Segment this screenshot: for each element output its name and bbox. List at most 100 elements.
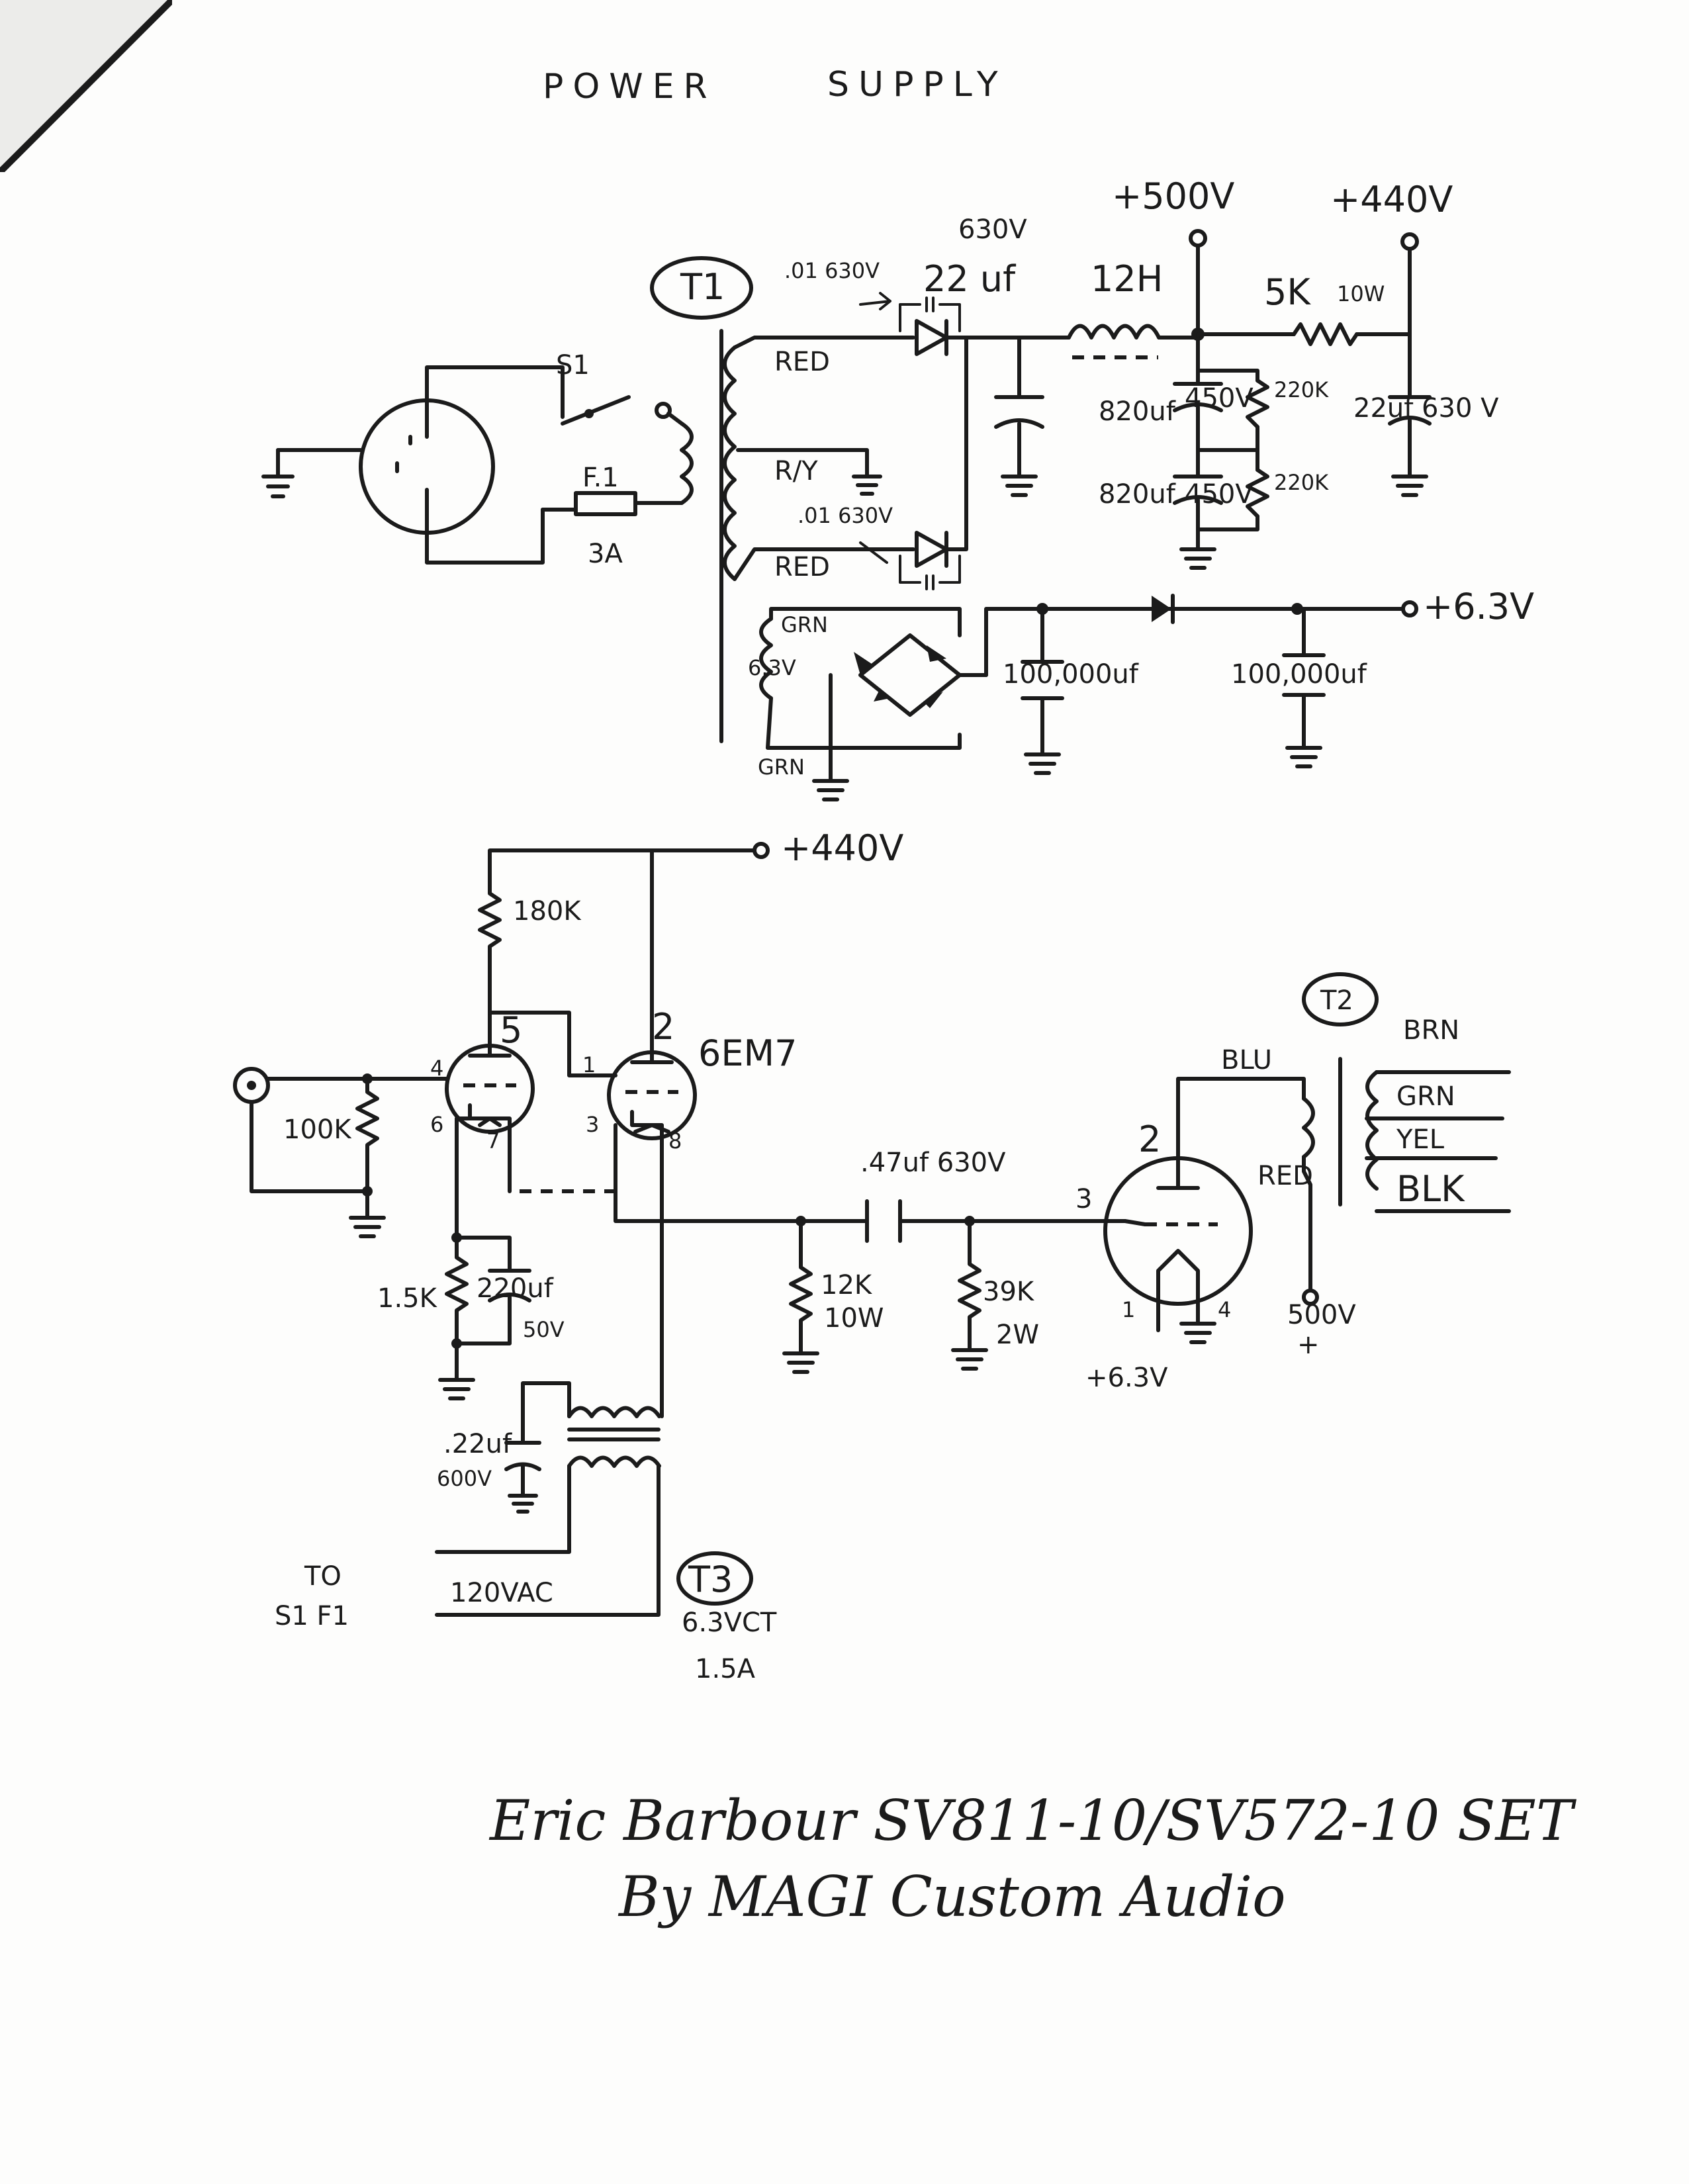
label-120vac: 120VAC (450, 1578, 553, 1608)
switch-s1 (561, 395, 672, 426)
label-filament-63v: +6.3V (1085, 1363, 1168, 1393)
label-fuse-rating: 3A (588, 539, 623, 569)
label-grn-bottom: GRN (758, 754, 805, 780)
label-12k-10w: 10W (824, 1303, 884, 1334)
t1-heater-secondary (759, 607, 962, 750)
label-coupling-cap: .47uf 630V (860, 1148, 1006, 1178)
label-pin4: 4 (430, 1056, 443, 1081)
label-100000uf-a: 100,000uf (1003, 659, 1139, 690)
label-022uf: .22uf (443, 1429, 512, 1459)
label-5k: 5K (1264, 271, 1311, 313)
label-tube-6em7: 6EM7 (698, 1032, 797, 1074)
label-820uf-b: 820uf (1099, 479, 1176, 510)
label-t3-current: 1.5A (695, 1654, 756, 1684)
label-39k-2w: 2W (996, 1320, 1039, 1350)
label-cap-small-bottom: .01 630V (798, 503, 893, 528)
heater-transformer-t3 (435, 1143, 664, 1617)
reservoir-cap (994, 336, 1044, 497)
cathode-a-network (438, 1116, 617, 1400)
hv-diode-bottom (852, 336, 968, 590)
label-wire-red-bottom: RED (774, 552, 830, 582)
label-wire-ry: R/Y (774, 456, 818, 486)
label-10w: 10W (1337, 281, 1385, 306)
label-amp-440v: +440V (781, 827, 903, 869)
resistor-180k (478, 885, 502, 1015)
label-450v-b: 450V (1185, 479, 1254, 510)
label-wire-brn: BRN (1403, 1015, 1459, 1046)
label-wire-red: RED (1257, 1161, 1313, 1191)
label-wire-yel: YEL (1396, 1124, 1445, 1155)
t3-badge (676, 1551, 753, 1606)
label-wire-grn: GRN (1396, 1081, 1455, 1112)
label-220uf: 220uf (477, 1273, 554, 1304)
label-out-pin2: 2 (1138, 1118, 1161, 1160)
label-500v: +500V (1112, 175, 1234, 217)
output-tube-sv811 (1103, 1083, 1253, 1344)
label-1-5k: 1.5K (377, 1283, 438, 1314)
label-pin1: 1 (582, 1052, 596, 1077)
cathode-b-output (614, 1199, 1127, 1374)
t1-hv-secondary (723, 336, 882, 581)
label-t3-rating: 6.3VCT (682, 1608, 777, 1638)
amp-b-plus-rail (488, 842, 770, 1054)
t1-primary-winding (633, 412, 694, 505)
label-s1-f1: S1 F1 (275, 1601, 349, 1631)
arrow-cap-small-bottom (859, 541, 888, 564)
label-t2: T2 (1320, 985, 1353, 1016)
tube-6em7-section-b (607, 1050, 697, 1147)
label-fuse: F.1 (582, 463, 619, 493)
label-b-plus-500v: 500V (1287, 1300, 1356, 1330)
node-500v (1189, 229, 1207, 341)
tube-6em7-section-a (445, 1011, 617, 1140)
label-s1: S1 (556, 350, 590, 381)
label-cap-small-top: .01 630V (784, 258, 880, 283)
label-600v: 600V (437, 1466, 492, 1491)
t1-badge (650, 256, 753, 320)
folded-corner (0, 0, 172, 172)
label-pin2: 2 (652, 1006, 674, 1048)
label-pin3: 3 (586, 1112, 599, 1137)
label-pin7: 7 (486, 1128, 500, 1154)
label-820uf-a: 820uf (1099, 396, 1176, 427)
label-b-plus-sign: + (1297, 1330, 1320, 1360)
label-450v-a: 450V (1185, 383, 1254, 414)
label-220k-b: 220K (1274, 470, 1329, 495)
bridge-rectifier (812, 607, 1306, 801)
title-word-supply: SUPPLY (827, 65, 1007, 105)
node-440v (1388, 232, 1432, 497)
label-63v-winding: 6.3V (748, 655, 796, 680)
label-out-pin3: 3 (1075, 1184, 1092, 1214)
output-transformer-t2 (1176, 1057, 1511, 1306)
title-word-power: POWER (543, 67, 717, 107)
label-pin5: 5 (500, 1009, 522, 1051)
label-cap-22uf: 22 uf (923, 258, 1017, 300)
label-t1: T1 (680, 266, 725, 308)
label-pin8: 8 (668, 1128, 682, 1154)
label-39k: 39K (983, 1277, 1035, 1307)
label-pin6: 6 (430, 1112, 443, 1137)
label-180k: 180K (513, 896, 582, 927)
ac-inlet (261, 365, 565, 565)
label-out-pin1: 1 (1122, 1297, 1135, 1322)
arrow-cap-small-top (859, 292, 891, 310)
label-to: TO (304, 1561, 342, 1592)
label-22uf-630v: 22uf 630 V (1353, 393, 1499, 424)
label-440v: +440V (1330, 179, 1453, 220)
label-100k: 100K (283, 1115, 352, 1145)
label-out-pin4: 4 (1218, 1297, 1231, 1322)
signature-line-2: By MAGI Custom Audio (617, 1864, 1286, 1929)
label-50v: 50V (523, 1317, 565, 1342)
label-grn-top: GRN (781, 612, 828, 637)
t2-badge (1302, 972, 1379, 1026)
label-wire-blk: BLK (1396, 1168, 1465, 1210)
fuse-f1 (541, 491, 637, 516)
resistor-5k (1196, 322, 1412, 346)
input-jack (233, 1067, 449, 1238)
label-12k: 12K (821, 1270, 873, 1300)
label-t3: T3 (688, 1559, 733, 1600)
signature-line-1: Eric Barbour SV811-10/SV572-10 SET (488, 1788, 1577, 1853)
label-cap-630v: 630V (958, 214, 1027, 245)
choke-12h (1064, 324, 1200, 359)
